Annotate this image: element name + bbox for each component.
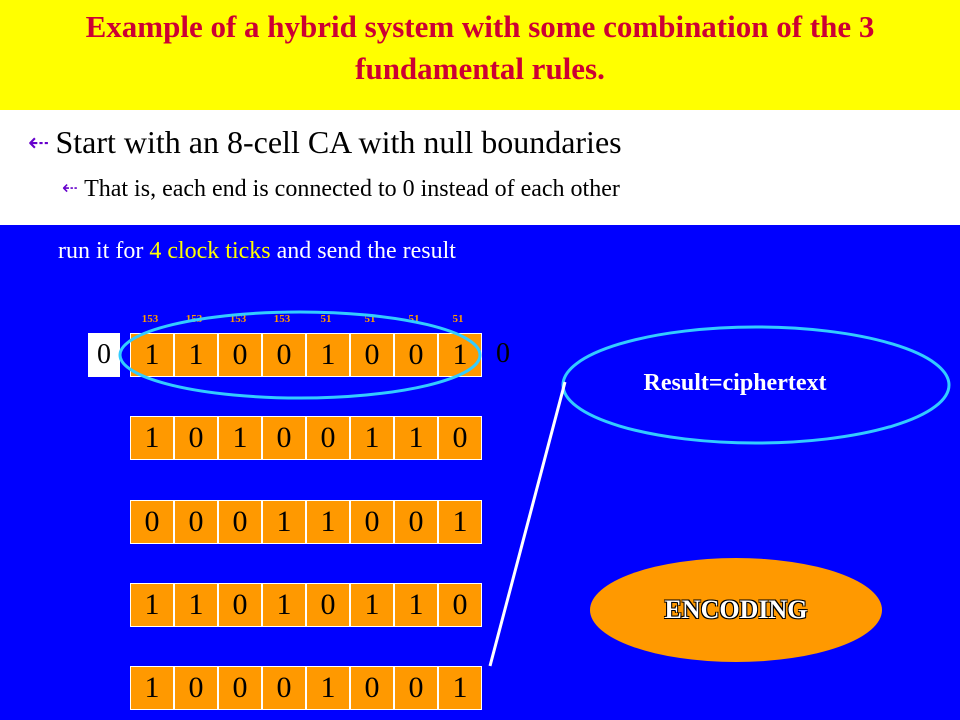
ca-cell: 1 (306, 500, 350, 544)
bullet-sub: ⇠That is, each end is connected to 0 ins… (62, 176, 620, 203)
encoding-ellipse: ENCODING (590, 558, 882, 662)
arrow-bullet-icon: ⇠ (28, 128, 50, 157)
run-pre: run it for (58, 238, 150, 264)
rule-number: 51 (408, 313, 420, 325)
ca-cell: 1 (130, 333, 174, 377)
ca-cell: 0 (218, 333, 262, 377)
ca-cell: 1 (350, 416, 394, 460)
ca-cell: 1 (438, 500, 482, 544)
rule-number: 153 (273, 313, 291, 325)
rule-number: 51 (320, 313, 332, 325)
title-bar: Example of a hybrid system with some com… (0, 0, 960, 110)
run-post: and send the result (270, 238, 456, 264)
run-ticks-num: 4 (149, 238, 162, 264)
ca-cell: 1 (394, 416, 438, 460)
right-boundary-cell: 0 (496, 338, 510, 369)
ca-cell: 0 (174, 666, 218, 710)
rule-numbers: 153 153 153 153 51 51 51 51 (128, 313, 478, 327)
rule-number: 153 (141, 313, 159, 325)
rule-number: 51 (452, 313, 464, 325)
ca-cell: 0 (394, 333, 438, 377)
ca-cell: 0 (218, 500, 262, 544)
ca-cell: 0 (306, 416, 350, 460)
ca-cell: 1 (262, 583, 306, 627)
ca-cell: 1 (306, 666, 350, 710)
run-ticks-word: clock ticks (161, 238, 271, 264)
ca-cell: 1 (218, 416, 262, 460)
rule-number: 153 (185, 313, 203, 325)
ca-cell: 0 (306, 583, 350, 627)
ca-cell: 0 (394, 500, 438, 544)
ca-cell: 1 (130, 416, 174, 460)
ca-cell: 0 (394, 666, 438, 710)
ca-cell: 1 (262, 500, 306, 544)
ca-cell: 1 (130, 666, 174, 710)
ca-cell: 1 (394, 583, 438, 627)
ca-cell: 1 (174, 333, 218, 377)
ca-cell: 0 (350, 666, 394, 710)
ca-cell: 0 (130, 500, 174, 544)
bullet-sub-text: That is, each end is connected to 0 inst… (84, 176, 620, 202)
ca-cell: 1 (350, 583, 394, 627)
ca-cell: 1 (174, 583, 218, 627)
bullet-main-text: Start with an 8-cell CA with null bounda… (55, 124, 622, 160)
left-boundary-cell: 0 (88, 333, 120, 377)
rule-number: 153 (229, 313, 247, 325)
ca-cell: 0 (218, 666, 262, 710)
ca-cell: 0 (262, 666, 306, 710)
ca-cell: 0 (218, 583, 262, 627)
bullet-main: ⇠Start with an 8-cell CA with null bound… (28, 124, 622, 161)
ca-cell: 1 (306, 333, 350, 377)
ca-cell: 1 (438, 666, 482, 710)
ca-cell: 0 (350, 500, 394, 544)
ca-cell: 1 (130, 583, 174, 627)
rule-number: 51 (364, 313, 376, 325)
encoding-label: ENCODING (664, 595, 808, 624)
ca-cell: 0 (350, 333, 394, 377)
ca-cell: 0 (174, 500, 218, 544)
ca-cell: 0 (262, 416, 306, 460)
ca-cell: 0 (438, 583, 482, 627)
ca-cell: 0 (174, 416, 218, 460)
ca-cell: 0 (262, 333, 306, 377)
arrow-bullet-icon: ⇠ (62, 178, 79, 199)
slide-title: Example of a hybrid system with some com… (85, 9, 875, 86)
result-label: Result=ciphertext (643, 370, 827, 396)
run-instruction: run it for 4 clock ticks and send the re… (58, 238, 456, 265)
ca-cell: 0 (438, 416, 482, 460)
ca-cell: 1 (438, 333, 482, 377)
